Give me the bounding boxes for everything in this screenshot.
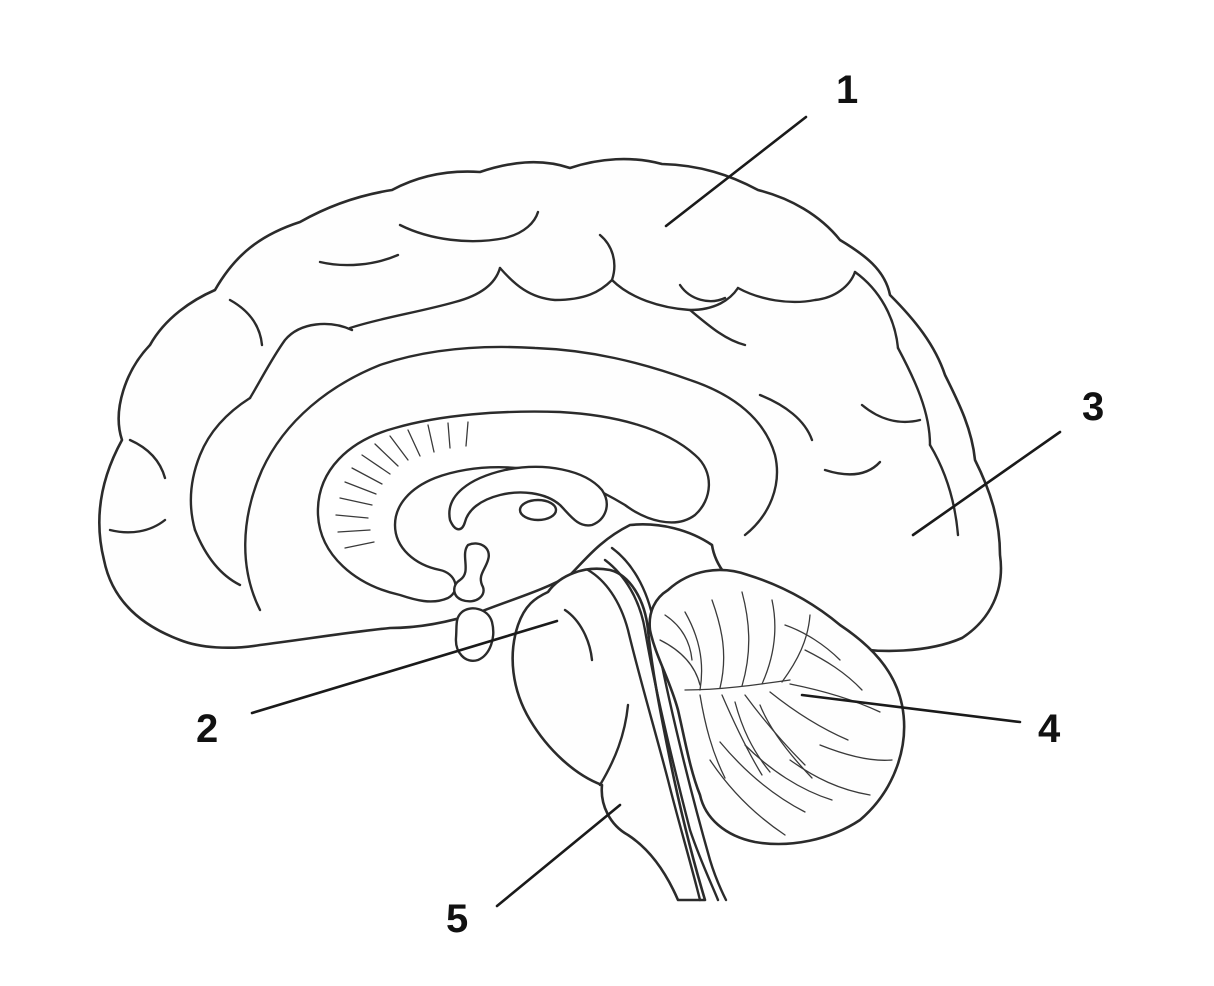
callout-label-1: 1	[836, 68, 858, 112]
sulcus-2	[248, 322, 354, 400]
callout-label-4: 4	[1038, 707, 1061, 751]
sulcus-12	[193, 528, 242, 587]
callout-label-3: 3	[1082, 385, 1104, 429]
sulcus-8	[678, 283, 727, 303]
sulcus-13	[108, 518, 167, 534]
sulcus-17	[896, 346, 932, 447]
cerebrum-outline	[98, 157, 1003, 653]
sulcus-20	[758, 393, 814, 442]
leader-line-5	[495, 803, 622, 908]
sulcus-14	[128, 438, 167, 480]
leader-line-1	[664, 115, 808, 228]
midbrain-border	[563, 608, 594, 662]
leader-line-4	[800, 693, 1022, 724]
sulcus-16	[853, 270, 900, 350]
leader-line-3	[911, 430, 1062, 537]
callout-label-2: 2	[196, 707, 218, 751]
cerebellum	[648, 568, 906, 846]
cingulate-sulcus	[244, 345, 779, 612]
sulcus-1	[348, 266, 502, 330]
sulcus-10	[318, 253, 400, 267]
sulcus-15	[228, 298, 264, 347]
sulcus-19	[860, 403, 922, 424]
callout-label-5: 5	[446, 897, 468, 941]
sulcus-18	[928, 443, 960, 537]
callosal-fibres	[335, 421, 469, 549]
leader-line-2	[250, 619, 559, 715]
sulcus-11	[189, 396, 252, 532]
sulcus-3	[498, 266, 614, 302]
sulcus-21	[823, 460, 882, 476]
arbor-vitae	[659, 591, 893, 836]
spinal-canal-line	[603, 558, 720, 902]
spinal-cord-outer	[610, 546, 728, 902]
fornix	[448, 465, 608, 531]
corpus-callosum	[316, 410, 711, 603]
brainstem	[511, 567, 707, 902]
thalamus	[518, 498, 558, 522]
sulcus-6	[688, 308, 747, 347]
sulcus-4	[598, 233, 616, 282]
sulcus-9	[398, 210, 540, 243]
hypothalamus-pituitary	[453, 542, 490, 603]
cerebral-aqueduct	[586, 568, 702, 902]
pituitary-gland	[454, 607, 495, 662]
pons-border	[598, 703, 630, 787]
sulcus-7	[736, 270, 857, 304]
